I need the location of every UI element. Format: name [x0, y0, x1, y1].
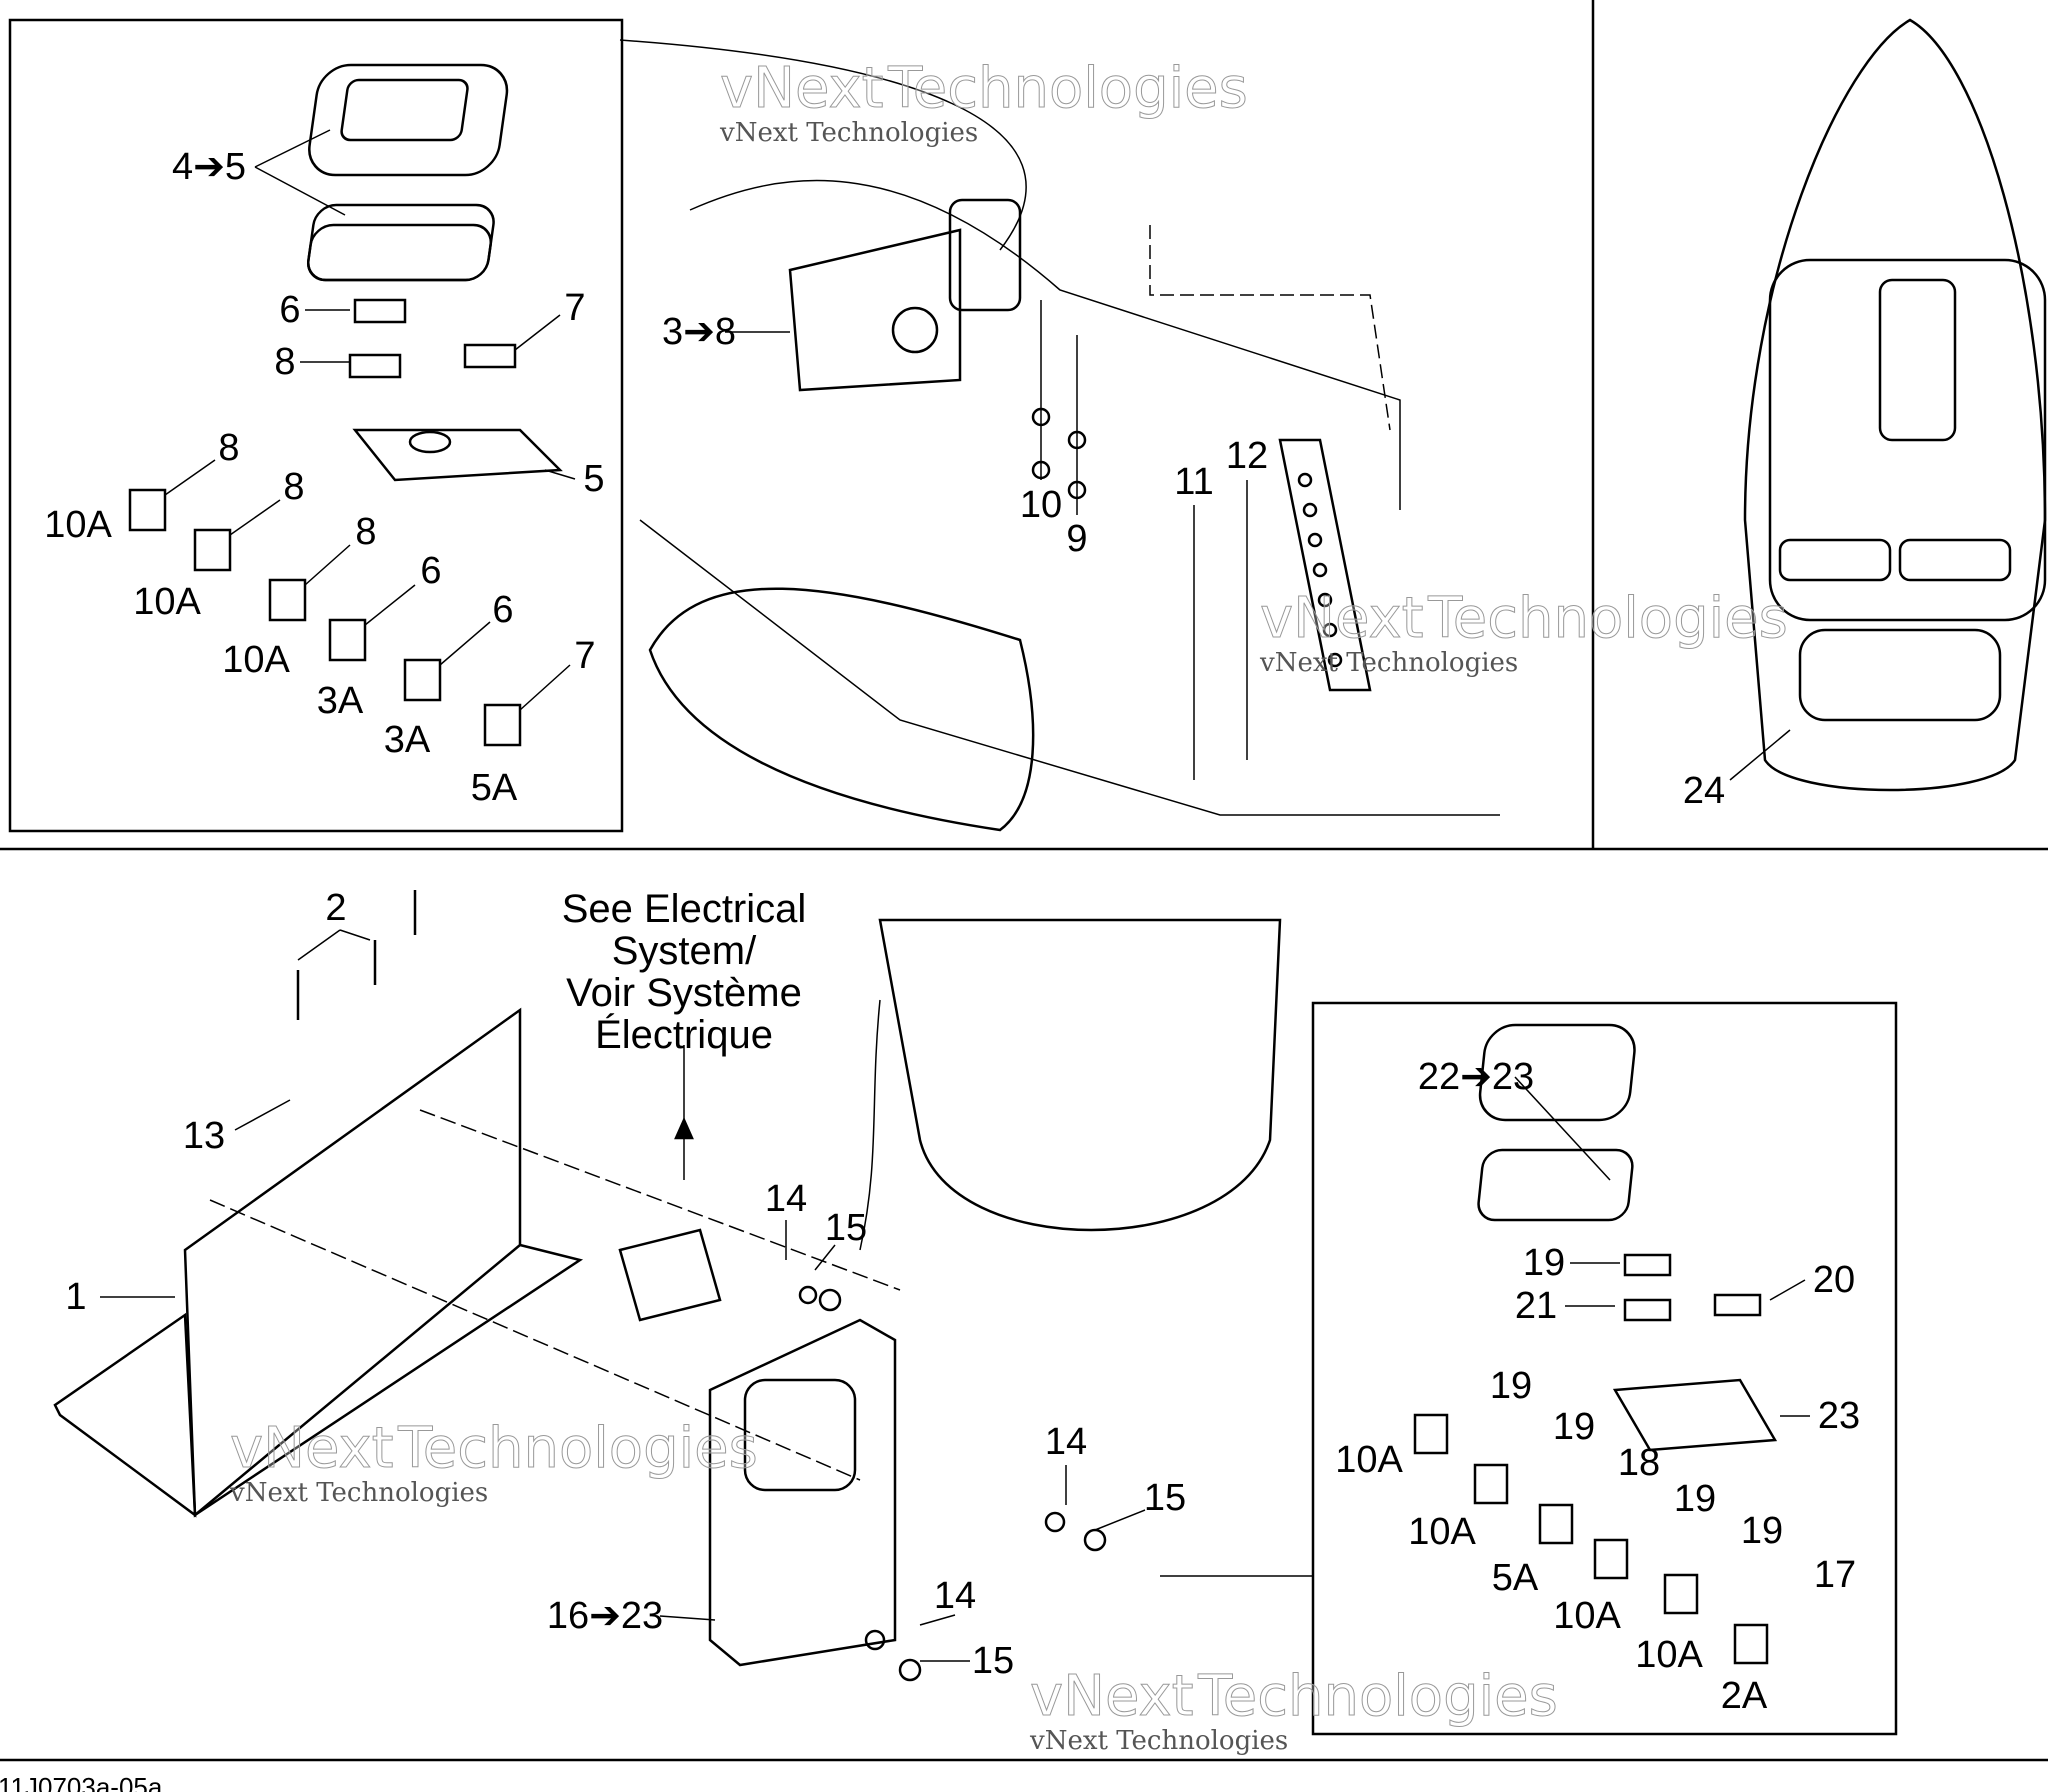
callout-label: 10A	[1408, 1511, 1476, 1553]
fuse-box-cover	[1478, 1023, 1636, 1122]
fuse-plate	[1612, 1378, 1778, 1452]
fuse	[348, 353, 402, 379]
callout-label: 9	[1066, 518, 1088, 560]
callout-label: 14	[764, 1178, 808, 1220]
callout-label: 5	[583, 458, 605, 500]
fuse-box-gasket	[1477, 1148, 1634, 1222]
callout-label: 18	[1617, 1442, 1661, 1484]
fuse	[353, 298, 407, 324]
callout-label: 12	[1225, 435, 1269, 477]
wiring-harness	[1768, 258, 2047, 622]
callout-label: 7	[564, 287, 586, 329]
callout-label: 10A	[1335, 1439, 1403, 1481]
callout-label: 10A	[222, 639, 290, 681]
callout-label: 21	[1514, 1285, 1558, 1327]
callout-label: 6	[279, 289, 301, 331]
callout-label: 8	[355, 511, 377, 553]
callout-label: 2A	[1720, 1675, 1768, 1717]
leader-lines	[164, 129, 1791, 781]
note-line: See Electrical	[561, 887, 807, 931]
callout-label: 6	[420, 550, 442, 592]
fuse-plate	[352, 428, 563, 482]
callout-label: 7	[574, 635, 596, 677]
fuse-blades	[128, 488, 522, 747]
fuse-holder-ring	[891, 306, 939, 354]
callout-label: 3A	[383, 719, 431, 761]
fuse	[463, 343, 517, 369]
cross-reference-note: See Electrical System/ Voir Système Élec…	[562, 888, 807, 1056]
callout-label: 5A	[470, 767, 518, 809]
note-line: Électrique	[595, 1013, 773, 1057]
callout-label: 16➔23	[546, 1595, 664, 1637]
callout-label: 17	[1813, 1554, 1857, 1596]
rivets	[296, 890, 417, 1020]
callout-label: 10A	[1553, 1595, 1621, 1637]
callout-label: 8	[283, 466, 305, 508]
fuse-plate-hole	[408, 430, 452, 454]
callout-label: 8	[274, 341, 296, 383]
boat-top-view	[1743, 18, 2047, 792]
callout-label: 1	[65, 1276, 87, 1318]
fuse-holder-module	[788, 228, 962, 392]
callout-label: 19	[1552, 1406, 1596, 1448]
leader-lines-bottom	[100, 929, 1810, 1662]
callout-label: 19	[1489, 1365, 1533, 1407]
fuse-kit-frame-top	[8, 18, 624, 833]
fuse-holder-bottom	[708, 1318, 897, 1667]
callout-label: 10A	[133, 581, 201, 623]
callout-label: 19	[1522, 1242, 1566, 1284]
callout-label: 10	[1019, 484, 1063, 526]
callout-label: 23	[1817, 1395, 1861, 1437]
note-line: Voir Système	[566, 971, 802, 1015]
terminal-block	[1278, 438, 1372, 692]
callout-label: 10A	[1635, 1634, 1703, 1676]
terminal-studs	[1297, 472, 1343, 668]
arrow-up-icon	[674, 1116, 694, 1140]
fuse-box-gasket	[307, 203, 495, 282]
callout-label: 20	[1812, 1259, 1856, 1301]
fuse-box-cover	[308, 63, 509, 177]
callout-label: 14	[933, 1575, 977, 1617]
callout-label: 15	[971, 1640, 1015, 1682]
callout-label: 15	[1143, 1477, 1187, 1519]
drawing-code: 11J0703a-05a	[0, 1772, 163, 1792]
callout-label: 14	[1044, 1421, 1088, 1463]
callout-label: 15	[824, 1207, 868, 1249]
fuse-blades	[1413, 1413, 1769, 1665]
callout-label: 6	[492, 589, 514, 631]
callout-label: 11	[1174, 461, 1214, 503]
relay	[618, 1228, 722, 1322]
callout-label: 8	[218, 427, 240, 469]
callout-label: 3➔8	[661, 311, 737, 353]
note-line: System/	[611, 929, 757, 973]
boat-small-view	[648, 587, 1035, 832]
hull-rear-view	[878, 918, 1282, 1232]
callout-label: 13	[182, 1115, 226, 1157]
callout-label: 24	[1682, 770, 1726, 812]
callout-label: 10A	[44, 504, 112, 546]
callout-label: 2	[325, 887, 347, 929]
fuse-holder-cover	[948, 198, 1022, 312]
callout-label: 19	[1673, 1478, 1717, 1520]
callout-label: 3A	[316, 680, 364, 722]
callout-label: 4➔5	[171, 146, 247, 188]
fuse-kit-frame-bottom	[1311, 1001, 1898, 1736]
callout-label: 22➔23	[1417, 1056, 1535, 1098]
callout-label: 5A	[1491, 1557, 1539, 1599]
callout-label: 19	[1740, 1510, 1784, 1552]
